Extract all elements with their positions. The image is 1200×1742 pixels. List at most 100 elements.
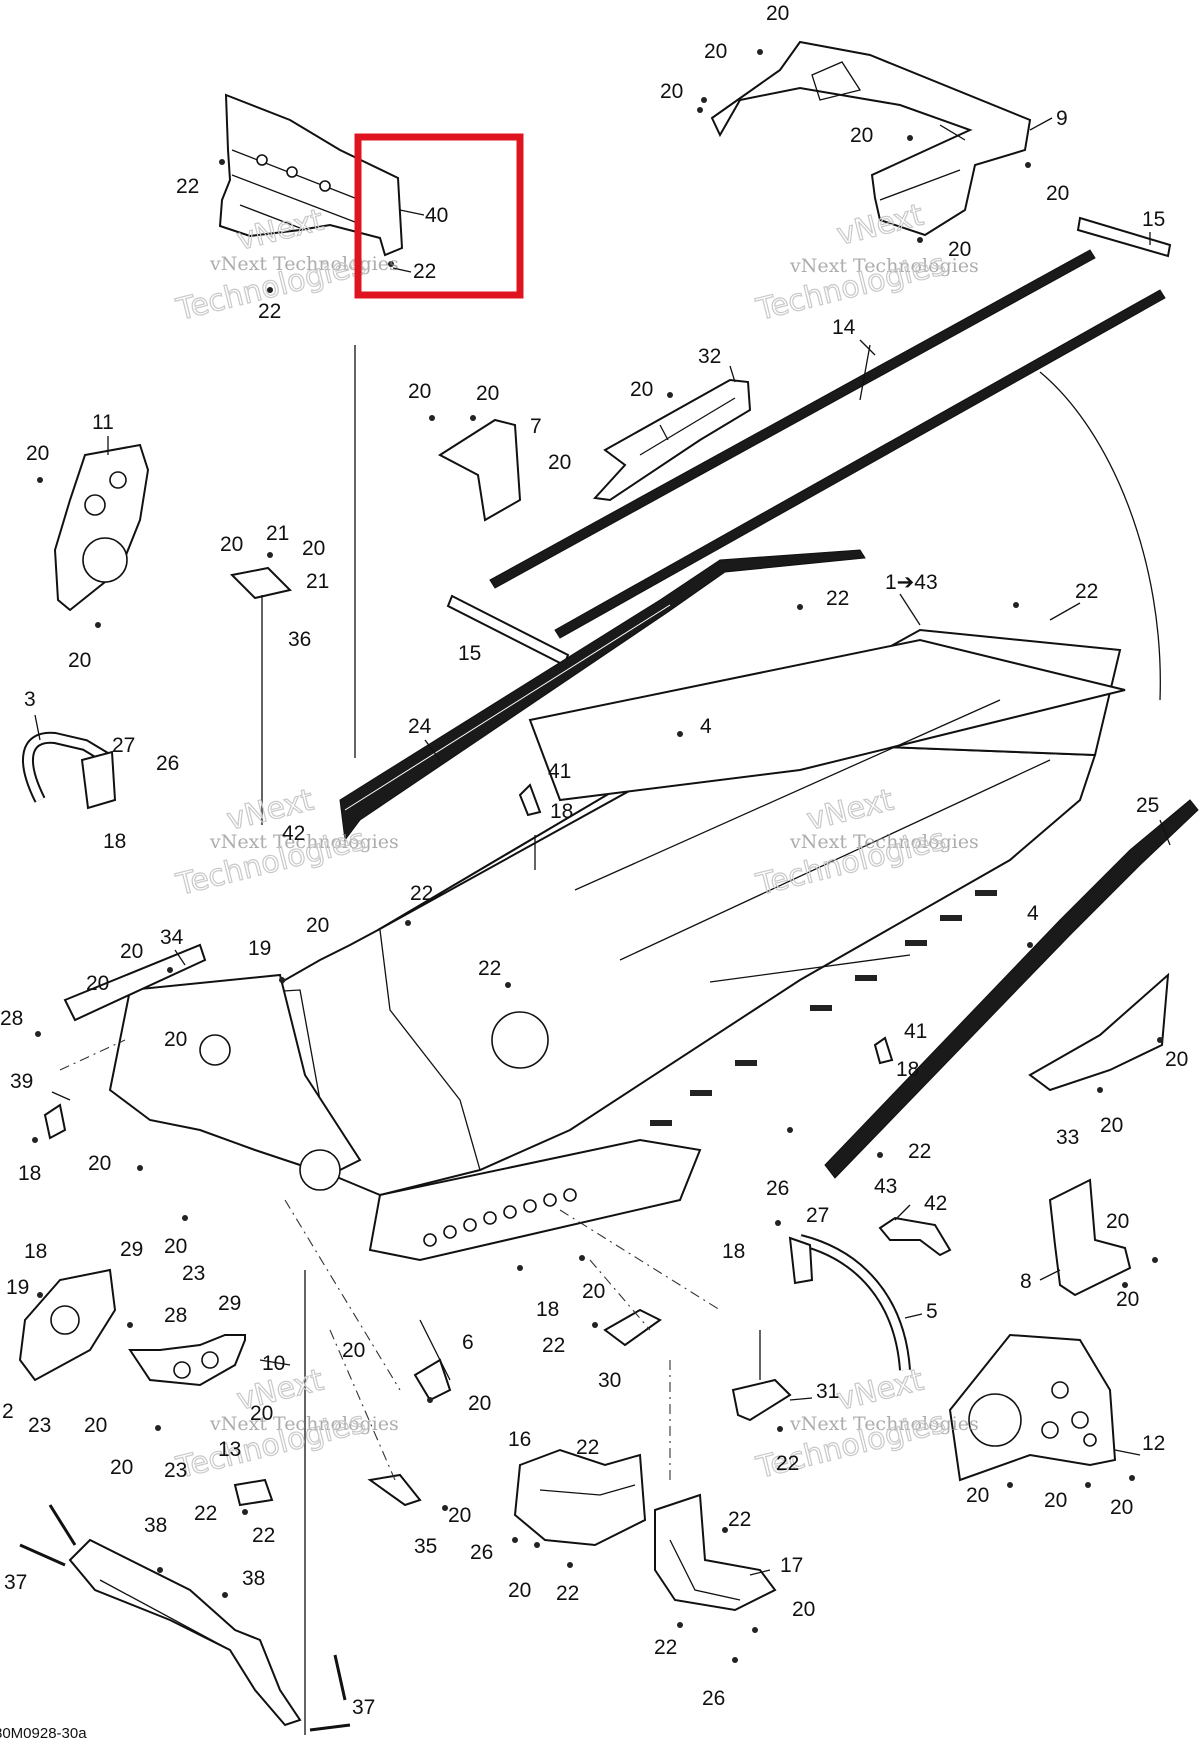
callout-label: 12 (1142, 1432, 1165, 1455)
callout-label: 18 (722, 1240, 745, 1263)
callout-label: 23 (182, 1262, 205, 1285)
callout-label: 20 (120, 940, 143, 963)
watermark-text: vNext Technologies (209, 1413, 399, 1435)
callout-label: 26 (470, 1541, 493, 1564)
callout-label: 22 (542, 1334, 565, 1357)
part-42-handle (878, 1216, 952, 1257)
callout-label: 42 (924, 1192, 947, 1215)
callout-label: 22 (728, 1508, 751, 1531)
callout-label: 15 (458, 642, 481, 665)
callout-label: 22 (908, 1140, 931, 1163)
callout-label: 20 (1100, 1114, 1123, 1137)
callout-label: 42 (282, 822, 305, 845)
callout-label: 20 (88, 1152, 111, 1175)
watermark-outline-2: vNext (833, 1363, 927, 1418)
callout-label: 16 (508, 1428, 531, 1451)
callout-label: 20 (476, 382, 499, 405)
part-15-bar-top (1076, 216, 1172, 258)
callout-label: 22 (413, 260, 436, 283)
highlight-box-part-40 (354, 133, 524, 299)
callout-label: 20 (1046, 182, 1069, 205)
callout-label: 20 (548, 451, 571, 474)
callout-label: 3 (24, 688, 36, 711)
callout-label: 20 (86, 972, 109, 995)
callout-label: 20 (302, 537, 325, 560)
callout-label: 22 (410, 882, 433, 905)
part-13-bracket (233, 1478, 274, 1507)
callout-label: 18 (18, 1162, 41, 1185)
callout-label: 29 (218, 1292, 241, 1315)
callout-label: 22 (478, 957, 501, 980)
callout-label: 18 (24, 1240, 47, 1263)
callout-label: 18 (550, 800, 573, 823)
callout-label: 18 (536, 1298, 559, 1321)
chassis-tunnel (108, 628, 1126, 1262)
callout-label: 18 (103, 830, 126, 853)
callout-label: 20 (164, 1235, 187, 1258)
callout-label: 28 (0, 1007, 23, 1030)
callout-label: 20 (306, 914, 329, 937)
callout-label: 24 (408, 715, 432, 738)
part-31-bracket (731, 1378, 792, 1422)
callout-label: 20 (164, 1028, 187, 1051)
callout-label: 22 (654, 1636, 677, 1659)
callout-label: 20 (1116, 1288, 1139, 1311)
callout-label: 5 (926, 1300, 938, 1323)
part-14-rails (446, 216, 1172, 667)
callout-label: 33 (1056, 1126, 1079, 1149)
callout-label: 11 (92, 411, 114, 434)
callout-label: 7 (530, 415, 542, 438)
callout-label: 20 (948, 238, 971, 261)
callout-label: 20 (508, 1579, 531, 1602)
part-8-bracket (1048, 1178, 1132, 1297)
callout-label: 28 (164, 1304, 187, 1327)
callout-label: 41 (548, 760, 571, 783)
part-36-clip (229, 566, 292, 600)
leader-lines (59, 345, 1161, 1735)
drawing-reference-code: 80M0928-30a (0, 1725, 87, 1742)
callout-label: 20 (110, 1456, 133, 1479)
part-5-handle (788, 1234, 911, 1371)
watermark-text: vNext Technologies (209, 831, 399, 853)
part-3-handle (22, 731, 117, 810)
callout-label: 20 (250, 1402, 273, 1425)
part-16-bracket (513, 1448, 647, 1547)
callout-label: 39 (10, 1070, 33, 1093)
part-30-bracket (603, 1308, 662, 1347)
part-9-cover (710, 40, 1032, 237)
callout-label: 20 (966, 1484, 989, 1507)
part-7-plate (438, 418, 522, 522)
watermark-text: vNext Technologies (789, 1413, 979, 1435)
callout-label: 20 (582, 1280, 605, 1303)
callout-label: 20 (1044, 1489, 1067, 1512)
part-34-bar (63, 943, 207, 1022)
fasteners (32, 49, 1163, 1663)
callout-label: 40 (425, 204, 448, 227)
callout-label: 4 (700, 715, 712, 738)
callout-label: 20 (68, 649, 91, 672)
tunnel-slots (650, 890, 997, 1126)
small-brackets (43, 783, 894, 1507)
part-32-bracket (592, 378, 752, 502)
callout-label: 35 (414, 1535, 437, 1558)
watermark-text: vNext Technologies (789, 255, 979, 277)
callout-label: 23 (28, 1414, 51, 1437)
callout-label: 22 (194, 1502, 217, 1525)
callout-label: 36 (288, 628, 311, 651)
callout-label: 31 (816, 1380, 839, 1403)
callout-label: 13 (218, 1438, 241, 1461)
callout-label: 8 (1020, 1270, 1032, 1293)
callout-label: 20 (468, 1392, 491, 1415)
callout-label: 23 (164, 1459, 187, 1482)
callout-label: 37 (4, 1571, 27, 1594)
callout-label: 17 (780, 1554, 803, 1577)
callout-label: 19 (248, 937, 271, 960)
callout-label: 22 (176, 175, 199, 198)
part-35-bracket (367, 1473, 422, 1507)
callout-label: 20 (792, 1598, 815, 1621)
part-12-plate (948, 1333, 1117, 1482)
callout-label: 37 (352, 1696, 375, 1719)
callout-label: 25 (1136, 794, 1159, 817)
callout-label: 20 (1165, 1048, 1188, 1071)
